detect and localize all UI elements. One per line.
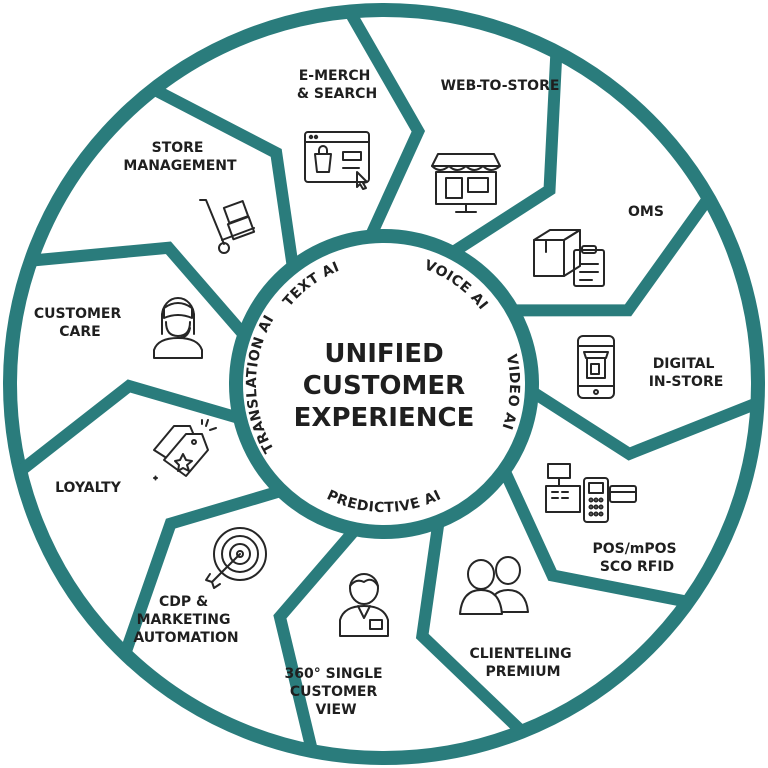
two-people-icon (459, 556, 529, 615)
outer-ring (3, 3, 765, 765)
segment-label: CLIENTELING PREMIUM (469, 646, 576, 680)
star-tags-icon (153, 419, 217, 481)
segment-web-to-store: WEB-TO-STORE (441, 78, 560, 94)
segment-store-management: STORE MANAGEMENT (123, 140, 237, 174)
segment-divider (528, 386, 760, 461)
segment-customer-care: CUSTOMER CARE (34, 306, 126, 340)
segment-divider (30, 241, 249, 340)
segment-oms: OMS (628, 204, 664, 220)
segment-digital-in-store: DIGITAL IN-STORE (649, 356, 724, 390)
cash-register-icon (545, 463, 637, 523)
segment-divider (498, 467, 690, 608)
segment-divider (512, 194, 714, 317)
storefront-monitor-icon (431, 153, 501, 213)
segment-label: 360° SINGLE CUSTOMER VIEW (285, 666, 388, 718)
segment-cdp: CDP & MARKETING AUTOMATION (133, 594, 238, 646)
segment-divider (273, 525, 361, 753)
segment-label: LOYALTY (55, 480, 122, 496)
segment-divider (448, 51, 563, 258)
browser-shopping-icon (304, 131, 370, 190)
segment-label: WEB-TO-STORE (441, 78, 560, 94)
inner-ring (229, 229, 539, 539)
center-title-line-1: UNIFIED (324, 339, 443, 369)
segment-divider (150, 83, 299, 269)
segment-loyalty: LOYALTY (55, 480, 122, 496)
segment-divider (415, 520, 527, 736)
segment-e-merch: E-MERCH & SEARCH (297, 68, 377, 102)
smartphone-shop-icon (577, 335, 615, 399)
headset-agent-icon (153, 297, 203, 359)
segment-pos: POS/mPOS SCO RFID (592, 541, 681, 575)
segment-label: OMS (628, 204, 664, 220)
segment-label: DIGITAL IN-STORE (649, 356, 724, 390)
boxes-clipboard-icon (533, 229, 605, 287)
segment-clienteling: CLIENTELING PREMIUM (469, 646, 576, 680)
customer-badge-icon (339, 573, 389, 637)
segment-divider (16, 379, 242, 476)
segment-single-view: 360° SINGLE CUSTOMER VIEW (285, 666, 388, 718)
segment-label: CUSTOMER CARE (34, 306, 126, 340)
segment-label: CDP & MARKETING AUTOMATION (133, 594, 238, 646)
hand-truck-icon (199, 199, 256, 254)
center-title-line-2: CUSTOMER (303, 371, 465, 401)
segment-dividers (16, 8, 760, 753)
segment-label: STORE MANAGEMENT (123, 140, 237, 174)
segment-label: POS/mPOS SCO RFID (592, 541, 681, 575)
segment-divider (344, 8, 426, 240)
segment-label: E-MERCH & SEARCH (297, 68, 377, 102)
center-title: UNIFIED CUSTOMER EXPERIENCE (294, 339, 475, 433)
target-arrow-icon (205, 527, 267, 589)
segment-divider (119, 485, 284, 656)
center-title-line-3: EXPERIENCE (294, 403, 475, 433)
